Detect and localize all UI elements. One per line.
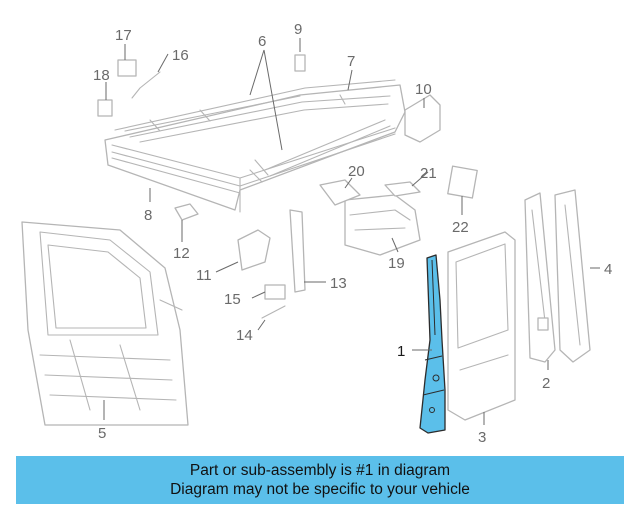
callout-22[interactable]: 22 [452, 219, 469, 236]
callout-13[interactable]: 13 [330, 275, 347, 292]
callout-15[interactable]: 15 [224, 291, 241, 308]
rear-cab-panel [21, 221, 189, 426]
small-parts [97, 54, 478, 319]
leader-lines [103, 38, 600, 425]
callout-10[interactable]: 10 [415, 81, 432, 98]
callout-6[interactable]: 6 [258, 33, 266, 50]
callout-8[interactable]: 8 [144, 207, 152, 224]
callout-16[interactable]: 16 [172, 47, 189, 64]
callout-numbers: 1 2 3 4 5 6 7 8 9 10 11 12 13 14 15 16 1… [93, 21, 612, 446]
door-outer-panel [447, 231, 516, 421]
callout-21[interactable]: 21 [420, 165, 437, 182]
callout-7[interactable]: 7 [347, 53, 355, 70]
banner-line-1: Part or sub-assembly is #1 in diagram [189, 462, 451, 479]
callout-11[interactable]: 11 [196, 267, 212, 284]
callout-19[interactable]: 19 [388, 255, 405, 272]
truck-bed [104, 79, 406, 213]
door-pillar [524, 192, 556, 363]
banner-line-2: Diagram may not be specific to your vehi… [170, 481, 470, 498]
callout-9[interactable]: 9 [294, 21, 302, 38]
wheel-house [344, 194, 421, 256]
callout-12[interactable]: 12 [173, 245, 190, 262]
callout-20[interactable]: 20 [348, 163, 365, 180]
callout-1[interactable]: 1 [397, 343, 405, 360]
callout-4[interactable]: 4 [604, 261, 612, 278]
side-panel [554, 189, 591, 363]
callout-5[interactable]: 5 [98, 425, 106, 442]
info-banner: Part or sub-assembly is #1 in diagram Di… [16, 456, 624, 504]
callout-2[interactable]: 2 [542, 375, 550, 392]
callout-18[interactable]: 18 [93, 67, 110, 84]
parts-diagram: 1 2 3 4 5 6 7 8 9 10 11 12 13 14 15 16 1… [21, 21, 612, 446]
highlighted-part-1 [419, 254, 446, 434]
callout-3[interactable]: 3 [478, 429, 486, 446]
callout-17[interactable]: 17 [115, 27, 132, 44]
callout-14[interactable]: 14 [236, 327, 253, 344]
